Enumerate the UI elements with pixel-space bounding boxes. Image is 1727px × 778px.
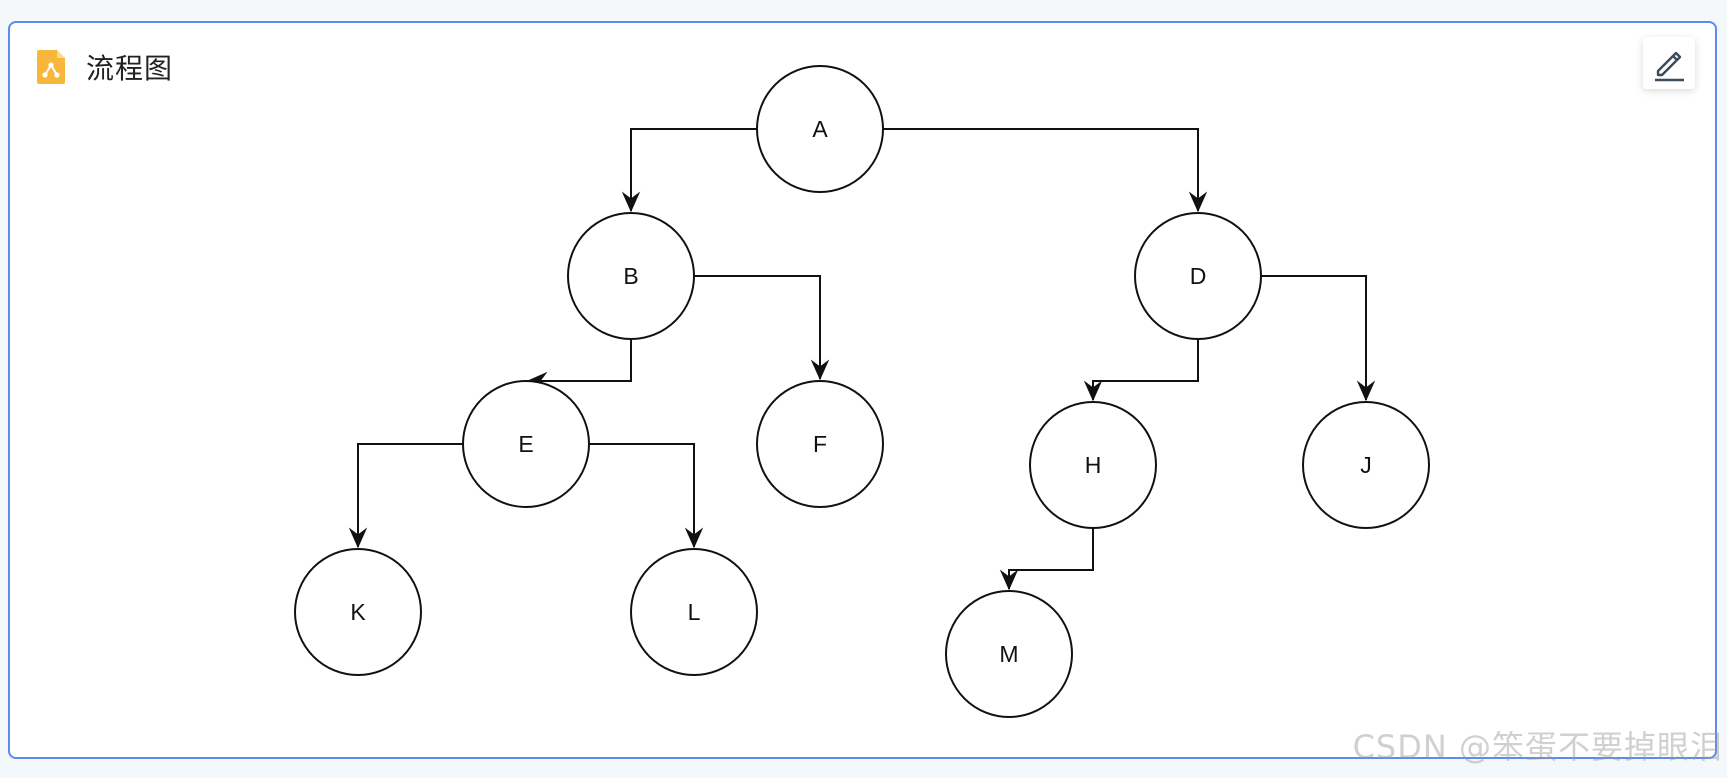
flowchart-doc-icon [37,50,65,84]
card-header: 流程图 [36,47,173,87]
pencil-icon [1655,51,1684,82]
flowchart-card: 流程图 [8,21,1717,759]
page-title: 流程图 [86,52,174,85]
edit-button[interactable] [1643,37,1695,89]
csdn-watermark: CSDN @笨蛋不要掉眼泪 [1352,728,1723,766]
